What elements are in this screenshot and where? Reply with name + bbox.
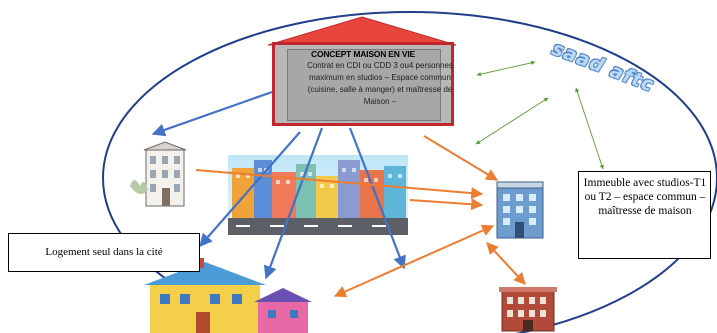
arrow-orange-3 [409, 198, 484, 211]
arrow-orange-4 [333, 224, 495, 298]
arrow-green-2 [475, 97, 549, 145]
arrow-orange-1 [423, 135, 499, 181]
arrow-orange-2 [195, 169, 484, 200]
office-building-icon [496, 181, 544, 239]
arrow-blue-1 [151, 90, 273, 137]
logement-label: Logement seul dans la cité [45, 246, 163, 258]
roof-icon [267, 16, 457, 46]
city-street-picture [228, 155, 408, 235]
outer-ellipse [102, 11, 717, 333]
arrow-blue-3 [263, 127, 324, 280]
immeuble-label: Immeuble avec studios-T1 ou T2 – espace … [583, 177, 707, 217]
colorful-house-icon [144, 258, 312, 333]
brick-building-icon [499, 287, 557, 332]
logement-box: Logement seul dans la cité [8, 233, 200, 272]
arrow-blue-2 [199, 131, 301, 247]
concept-box: CONCEPT MAISON EN VIE Contrat en CDI ou … [272, 42, 454, 126]
concept-body: Contrat en CDI ou CDD 3 ou4 personnes ma… [307, 61, 453, 106]
arrow-orange-5 [486, 242, 526, 285]
arrow-green-3 [575, 87, 604, 170]
arrow-green-1 [476, 60, 536, 77]
immeuble-box: Immeuble avec studios-T1 ou T2 – espace … [578, 171, 711, 259]
townhouse-icon [130, 141, 187, 207]
concept-title: CONCEPT MAISON EN VIE [311, 49, 415, 59]
concept-inner-panel [287, 49, 441, 121]
